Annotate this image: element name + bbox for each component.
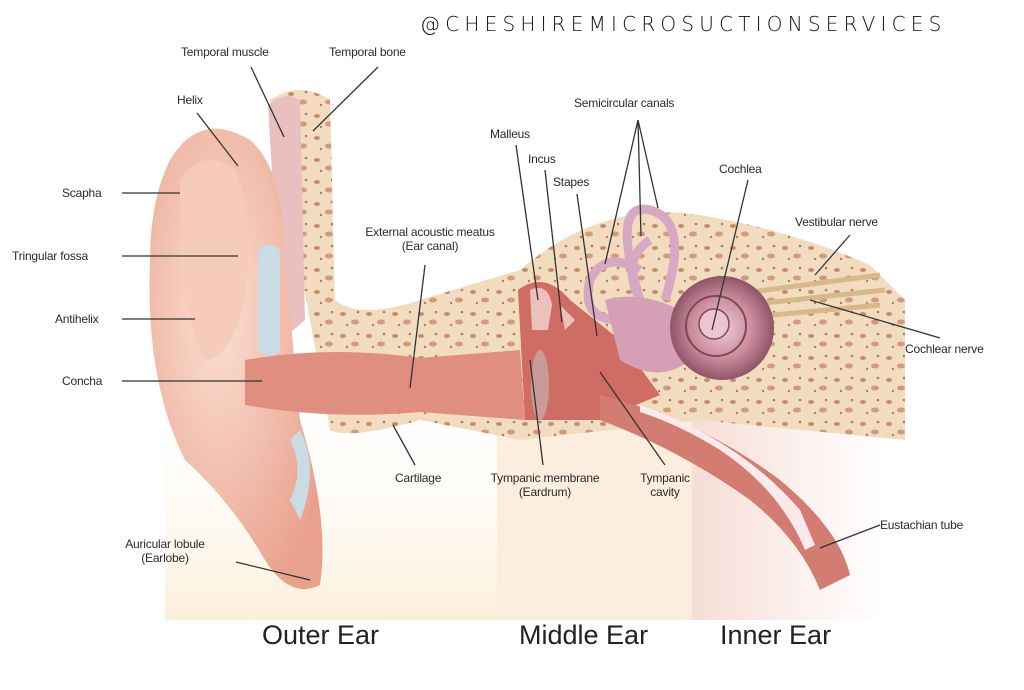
ear-canal xyxy=(245,350,525,420)
label-eardrum: (Eardrum) xyxy=(518,485,572,499)
label-auricular-lobule-line1: Auricular lobule xyxy=(125,537,205,551)
label-antihelix: Antihelix xyxy=(55,312,99,326)
label-cochlea: Cochlea xyxy=(719,162,762,176)
semicircular-canals-shape xyxy=(583,204,680,325)
vestibule xyxy=(605,296,690,373)
incus-bone xyxy=(560,305,575,330)
eustachian-tube-shape xyxy=(600,395,850,590)
label-vestibular-nerve: Vestibular nerve xyxy=(795,215,878,229)
label-external-acoustic-meatus: External acoustic meatus (Ear canal) xyxy=(340,225,520,253)
watermark: @CHESHIREMICROSUCTIONSERVICES xyxy=(420,12,947,36)
region-middle-ear: Middle Ear xyxy=(519,620,649,650)
label-stapes: Stapes xyxy=(553,175,590,189)
scapha-fossa xyxy=(180,159,249,360)
label-earlobe: (Earlobe) xyxy=(141,551,189,565)
label-temporal-muscle: Temporal muscle xyxy=(181,45,269,59)
label-incus: Incus xyxy=(528,152,556,166)
label-concha: Concha xyxy=(62,374,103,388)
label-semicircular-canals: Semicircular canals xyxy=(574,96,675,110)
label-temporal-bone: Temporal bone xyxy=(329,45,406,59)
leader-lines xyxy=(122,66,941,581)
label-eustachian-tube: Eustachian tube xyxy=(880,518,964,532)
label-ear-canal: (Ear canal) xyxy=(401,239,459,253)
temporal-muscle xyxy=(268,96,305,340)
label-scapha: Scapha xyxy=(62,186,102,200)
label-helix: Helix xyxy=(177,93,203,107)
label-tympanic-cavity: Tympanic cavity xyxy=(630,471,700,499)
label-cartilage: Cartilage xyxy=(395,471,442,485)
region-inner-ear: Inner Ear xyxy=(720,620,832,650)
region-outer-ear: Outer Ear xyxy=(262,620,380,650)
label-tympanic-cavity-line2: cavity xyxy=(650,485,680,499)
label-tympanic-cavity-line1: Tympanic xyxy=(640,471,690,485)
label-cochlear-nerve: Cochlear nerve xyxy=(905,342,984,356)
label-triangular-fossa: Tringular fossa xyxy=(12,249,88,263)
label-external-acoustic-meatus-line1: External acoustic meatus xyxy=(365,225,495,239)
cartilage-upper xyxy=(258,245,280,355)
tympanic-cavity xyxy=(518,282,660,420)
cartilage-lower xyxy=(290,430,310,520)
label-tympanic-membrane-line1: Tympanic membrane xyxy=(490,471,600,485)
label-tympanic-membrane: Tympanic membrane (Eardrum) xyxy=(470,471,620,499)
label-auricular-lobule: Auricular lobule (Earlobe) xyxy=(110,537,220,565)
middle-ear-region-bg xyxy=(497,420,692,620)
label-malleus: Malleus xyxy=(490,127,530,141)
malleus-bone xyxy=(530,287,552,330)
